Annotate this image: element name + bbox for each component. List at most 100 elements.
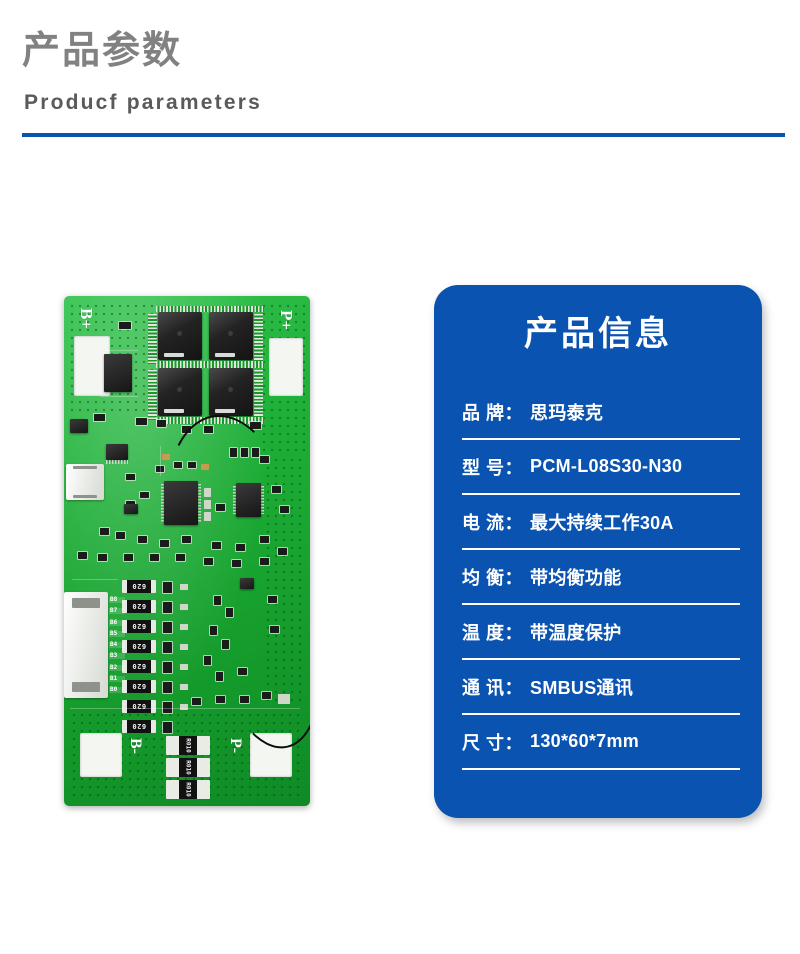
smd-passive xyxy=(136,418,147,425)
balance-resistor: 620 xyxy=(122,580,156,593)
smd-passive xyxy=(100,528,109,535)
connector-pin-label: B5 xyxy=(109,630,125,637)
spec-row-brand: 品 牌： 思玛泰克 xyxy=(462,385,740,440)
balance-resistor: 620 xyxy=(122,600,156,613)
smd-passive xyxy=(214,596,221,605)
balance-resistor-label: 620 xyxy=(131,682,147,691)
smd-passive xyxy=(160,540,169,547)
spec-label: 电 流： xyxy=(462,512,524,533)
mosfet-q3 xyxy=(158,368,202,416)
mosfet-tab-q3 xyxy=(164,409,184,413)
smd-passive xyxy=(124,554,133,561)
mosfet-tab-q4 xyxy=(215,409,235,413)
page-title-en: Producf parameters xyxy=(24,91,263,114)
smd-passive xyxy=(252,448,259,457)
smd-transistor xyxy=(240,578,254,589)
ic-sot-left xyxy=(70,419,88,433)
smd-passive xyxy=(162,454,170,460)
product-photo: B+ P+ B- P- xyxy=(64,296,310,806)
smd-passive xyxy=(210,626,217,635)
smd-passive xyxy=(260,558,269,565)
spec-row-temperature: 温 度： 带温度保护 xyxy=(462,605,740,660)
smd-passive xyxy=(268,596,277,603)
smd-passive xyxy=(278,694,290,704)
smd-passive xyxy=(78,552,87,559)
page-title-cn: 产品参数 xyxy=(22,30,183,72)
smd-passive xyxy=(156,466,164,472)
smd-passive xyxy=(201,464,209,470)
spec-value: 带温度保护 xyxy=(530,622,622,643)
silk-trace-3 xyxy=(160,446,161,476)
smd-passive xyxy=(176,554,185,561)
balance-resistor: 620 xyxy=(122,720,156,733)
smd-passive xyxy=(236,544,245,551)
ic-secondary-pins-right xyxy=(260,486,264,514)
connector-pin-label: B4 xyxy=(109,642,125,648)
smd-passive xyxy=(116,532,125,539)
smd-passive xyxy=(212,542,221,549)
ic-secondary xyxy=(236,483,261,517)
page-header: 产品参数 Producf parameters xyxy=(0,0,800,150)
silkscreen-p-minus: P- xyxy=(227,738,244,754)
spec-row-balance: 均 衡： 带均衡功能 xyxy=(462,550,740,605)
smd-passive xyxy=(272,486,281,493)
balance-resistor: 620 xyxy=(122,700,156,713)
smd-passive xyxy=(157,420,166,427)
spec-label: 型 号： xyxy=(462,457,524,478)
smd-passive xyxy=(180,664,188,670)
sense-resistor: R010 xyxy=(166,736,210,755)
silk-outline-u1-bottom xyxy=(100,396,138,397)
balance-diode xyxy=(163,602,172,613)
smd-passive xyxy=(98,554,107,561)
smd-passive xyxy=(222,640,229,649)
mosfet-tab-q1 xyxy=(164,353,184,357)
smd-passive xyxy=(260,536,269,543)
smd-passive xyxy=(182,426,191,433)
smd-transistor-2 xyxy=(124,504,138,514)
header-divider xyxy=(22,133,785,137)
balance-resistor: 620 xyxy=(122,680,156,693)
smd-cap-top xyxy=(119,322,131,329)
balance-resistor-label: 620 xyxy=(131,702,147,711)
spec-label: 品 牌： xyxy=(462,402,524,423)
smd-passive xyxy=(216,696,225,703)
silkscreen-b-minus: B- xyxy=(127,738,144,754)
mosfet-q4 xyxy=(209,368,253,416)
spec-value: 最大持续工作30A xyxy=(530,512,674,533)
spec-value: 思玛泰克 xyxy=(530,402,604,423)
connector-pin-label: B6 xyxy=(109,619,125,626)
connector-top-jst xyxy=(66,464,104,500)
ic-small-soic-pins xyxy=(106,460,128,464)
ic-small-soic xyxy=(106,444,128,460)
connector-pin-labels: B8 B7 B6 B5 B4 B3 B2 B1 B0 xyxy=(109,597,125,693)
smd-passive xyxy=(240,696,249,703)
sense-resistor-label: R010 xyxy=(184,782,192,797)
smd-passive xyxy=(180,644,188,650)
card-title: 产品信息 xyxy=(524,315,672,353)
mosfet-q2 xyxy=(209,312,253,360)
smd-passive xyxy=(232,560,241,567)
mosfet-leg-bar-right-bottom xyxy=(254,370,263,422)
smd-passive xyxy=(204,558,213,565)
ic-secondary-pins-left xyxy=(233,486,237,514)
smd-passive xyxy=(238,668,247,675)
mosfet-leg-bar-top xyxy=(156,306,264,312)
ic-main-controller xyxy=(164,481,198,525)
smd-passive xyxy=(126,474,135,480)
ic-main-pins-right xyxy=(197,484,201,522)
connector-pin-label: B0 xyxy=(109,687,125,693)
spec-label: 尺 寸： xyxy=(462,732,524,753)
balance-diode xyxy=(163,662,172,673)
smd-passive xyxy=(270,626,279,633)
mosfet-leg-bar-left-bottom xyxy=(148,370,157,420)
balance-diode xyxy=(163,722,172,733)
balance-resistor-label: 620 xyxy=(131,722,147,731)
spec-label: 温 度： xyxy=(462,622,524,643)
connector-pin-label: B1 xyxy=(109,675,125,682)
power-component-u1 xyxy=(104,354,132,392)
spec-value: 130*60*7mm xyxy=(530,731,640,751)
mosfet-leg-bar-mid xyxy=(156,361,264,368)
silk-trace-1 xyxy=(72,579,118,580)
sense-resistor: R010 xyxy=(166,758,210,777)
solder-pad-p-plus xyxy=(269,338,303,396)
